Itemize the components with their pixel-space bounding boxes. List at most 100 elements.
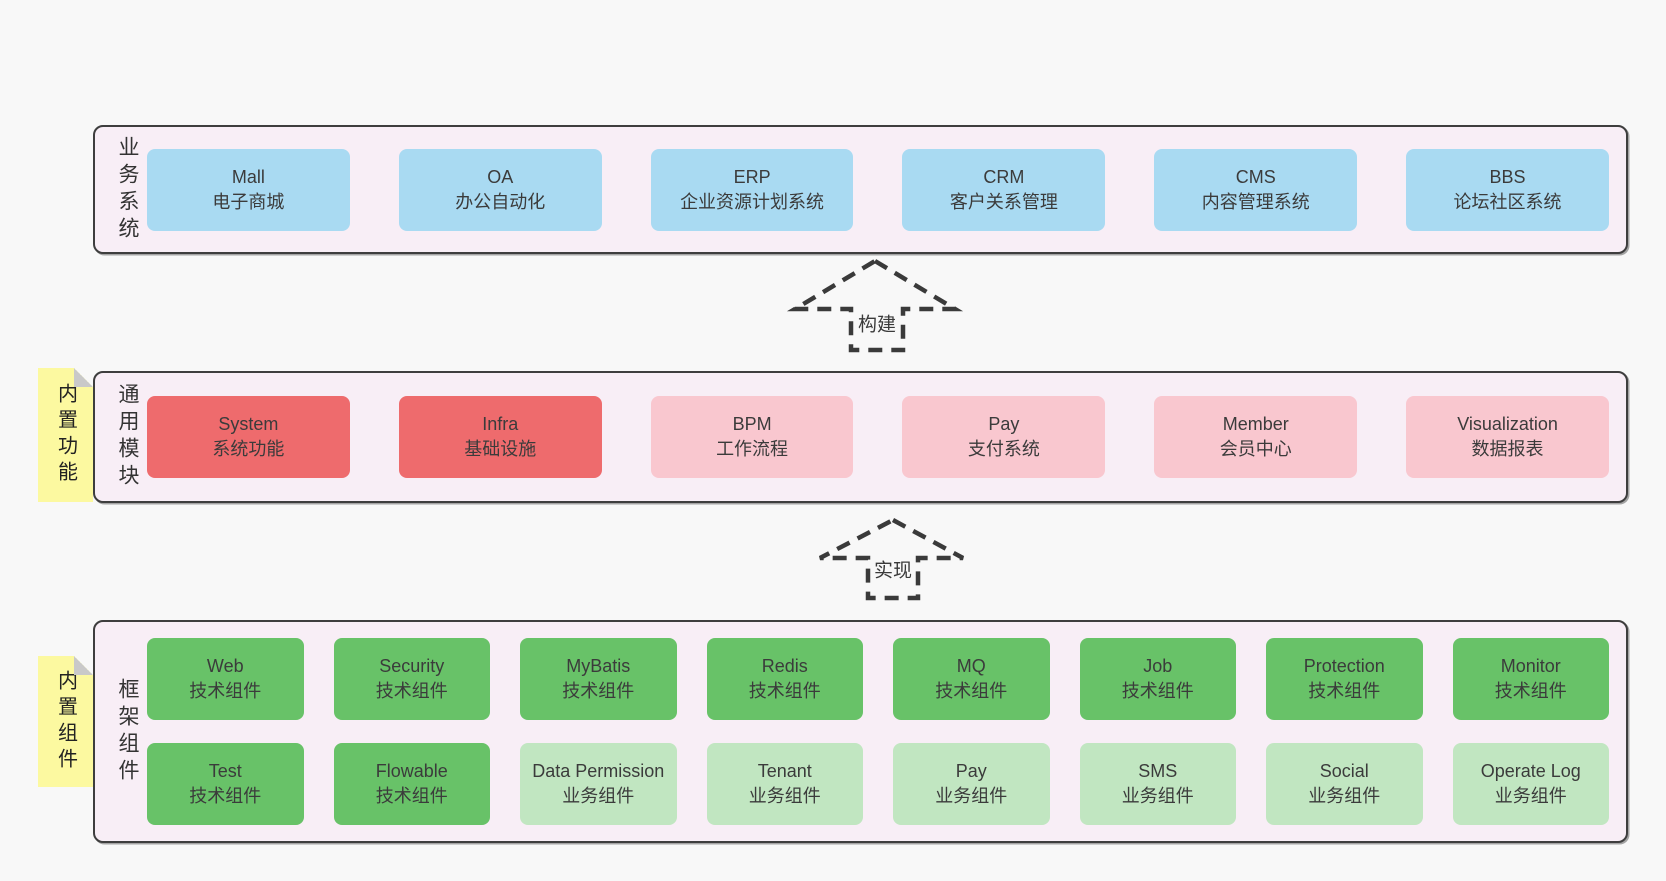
box-mq: MQ 技术组件 (893, 638, 1050, 720)
framework-components-rows: Web 技术组件 Security 技术组件 MyBatis 技术组件 Redi… (147, 638, 1609, 825)
build-arrow: 构建 (778, 250, 978, 358)
box-system-en: System (218, 414, 279, 434)
box-security-en: Security (379, 656, 445, 676)
box-redis-en: Redis (761, 656, 808, 676)
box-erp: ERP 企业资源计划系统 (650, 148, 854, 231)
box-tenant: Tenant 业务组件 (706, 743, 863, 825)
box-oa: OA 办公自动化 (398, 148, 602, 231)
box-monitor-zh: 技术组件 (1494, 681, 1567, 701)
box-cms-en: CMS (1235, 166, 1276, 187)
common-modules-title: 通用模块 (116, 383, 139, 491)
box-member-en: Member (1222, 414, 1289, 434)
box-tenant-en: Tenant (757, 761, 812, 781)
box-social-en: Social (1319, 761, 1369, 781)
box-mybatis: MyBatis 技术组件 (520, 638, 677, 720)
box-job-en: Job (1143, 656, 1173, 676)
business-systems-title: 业务系统 (116, 135, 139, 244)
box-sms: SMS 业务组件 (1079, 743, 1236, 825)
box-visualization-zh: 数据报表 (1471, 439, 1544, 459)
box-data-permission: Data Permission 业务组件 (520, 743, 677, 825)
build-arrow-label: 构建 (854, 308, 900, 338)
box-mq-en: MQ (956, 656, 986, 676)
box-security: Security 技术组件 (333, 638, 490, 720)
box-system: System 系统功能 (147, 396, 350, 478)
built-in-components-sticky: 内置组件 (38, 656, 93, 787)
box-sms-en: SMS (1138, 761, 1178, 781)
box-bbs: BBS 论坛社区系统 (1406, 148, 1609, 231)
up-arrow-dashed-icon (786, 258, 964, 353)
box-sms-zh: 业务组件 (1121, 786, 1194, 806)
common-modules-row: System 系统功能 Infra 基础设施 BPM 工作流程 Pay 支付系统… (147, 396, 1609, 478)
box-mybatis-zh: 技术组件 (562, 681, 635, 701)
box-visualization: Visualization 数据报表 (1406, 396, 1609, 478)
box-test-en: Test (208, 761, 242, 781)
folded-corner-icon (74, 368, 93, 387)
box-redis: Redis 技术组件 (706, 638, 863, 720)
built-in-functions-sticky: 内置功能 (38, 368, 93, 502)
box-system-zh: 系统功能 (212, 439, 285, 459)
box-monitor: Monitor 技术组件 (1452, 638, 1609, 720)
box-tenant-zh: 业务组件 (748, 786, 821, 806)
box-monitor-en: Monitor (1500, 656, 1561, 676)
implement-arrow: 实现 (793, 507, 993, 607)
box-protection-en: Protection (1303, 656, 1385, 676)
box-redis-zh: 技术组件 (748, 681, 821, 701)
box-visualization-en: Visualization (1457, 414, 1558, 434)
box-bpm: BPM 工作流程 (650, 396, 854, 478)
box-social-zh: 业务组件 (1308, 786, 1381, 806)
implement-arrow-label: 实现 (870, 554, 916, 584)
box-mq-zh: 技术组件 (935, 681, 1008, 701)
box-flowable-zh: 技术组件 (375, 786, 448, 806)
business-systems-panel: 业务系统 Mall 电子商城 OA 办公自动化 ERP 企业资源计划系统 CRM… (93, 125, 1628, 254)
box-protection: Protection 技术组件 (1266, 638, 1423, 720)
box-data-permission-en: Data Permission (532, 761, 665, 781)
built-in-functions-label: 内置功能 (54, 383, 77, 487)
box-flowable-en: Flowable (375, 761, 448, 781)
box-test: Test 技术组件 (147, 743, 304, 825)
box-protection-zh: 技术组件 (1308, 681, 1381, 701)
box-pay-zh: 支付系统 (967, 439, 1040, 459)
box-flowable: Flowable 技术组件 (333, 743, 490, 825)
box-infra-en: Infra (482, 414, 519, 434)
box-test-zh: 技术组件 (189, 786, 262, 806)
box-crm-zh: 客户关系管理 (949, 191, 1058, 212)
box-job: Job 技术组件 (1079, 638, 1236, 720)
folded-corner-icon (74, 656, 93, 675)
box-job-zh: 技术组件 (1121, 681, 1194, 701)
box-operate-log: Operate Log 业务组件 (1452, 743, 1609, 825)
box-mybatis-en: MyBatis (566, 656, 631, 676)
box-cms: CMS 内容管理系统 (1154, 148, 1358, 231)
box-pay-biz-zh: 业务组件 (935, 786, 1008, 806)
framework-components-title: 框架组件 (116, 677, 139, 786)
box-mall-en: Mall (231, 166, 265, 187)
box-social: Social 业务组件 (1266, 743, 1423, 825)
box-bpm-en: BPM (732, 414, 772, 434)
box-member-zh: 会员中心 (1219, 439, 1292, 459)
box-security-zh: 技术组件 (375, 681, 448, 701)
box-pay-biz: Pay 业务组件 (893, 743, 1050, 825)
business-systems-row: Mall 电子商城 OA 办公自动化 ERP 企业资源计划系统 CRM 客户关系… (147, 148, 1609, 231)
box-web-zh: 技术组件 (189, 681, 262, 701)
box-infra: Infra 基础设施 (398, 396, 602, 478)
box-cms-zh: 内容管理系统 (1201, 191, 1310, 212)
box-operate-log-en: Operate Log (1480, 761, 1581, 781)
box-oa-zh: 办公自动化 (455, 191, 546, 212)
box-pay-en: Pay (988, 414, 1020, 434)
box-mall-zh: 电子商城 (212, 191, 285, 212)
box-bbs-en: BBS (1489, 166, 1526, 187)
box-pay: Pay 支付系统 (902, 396, 1106, 478)
box-erp-en: ERP (733, 166, 771, 187)
box-pay-biz-en: Pay (955, 761, 987, 781)
box-oa-en: OA (487, 166, 514, 187)
box-web: Web 技术组件 (147, 638, 304, 720)
box-member: Member 会员中心 (1154, 396, 1358, 478)
box-erp-zh: 企业资源计划系统 (680, 191, 825, 212)
box-web-en: Web (206, 656, 244, 676)
box-mall: Mall 电子商城 (147, 148, 350, 231)
box-operate-log-zh: 业务组件 (1494, 786, 1567, 806)
box-data-permission-zh: 业务组件 (562, 786, 635, 806)
box-bpm-zh: 工作流程 (716, 439, 789, 459)
box-crm: CRM 客户关系管理 (902, 148, 1106, 231)
box-infra-zh: 基础设施 (464, 439, 537, 459)
